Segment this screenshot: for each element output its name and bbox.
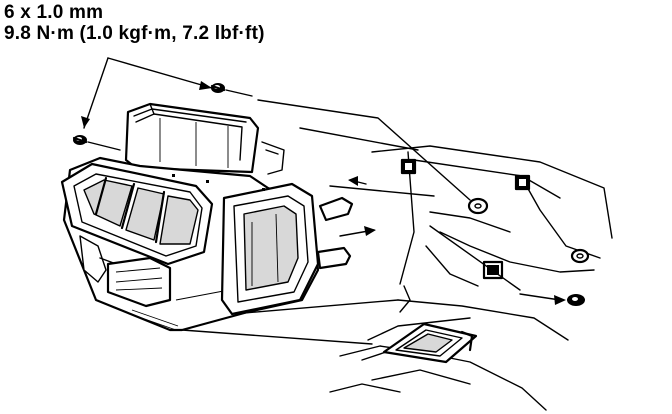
installation-guide-lines xyxy=(182,100,470,344)
bolt-left xyxy=(73,135,87,145)
spec-leader-arrows xyxy=(81,58,212,128)
blower-unit xyxy=(62,104,352,330)
dashboard-case xyxy=(330,146,612,410)
bolt-size-label: 6 x 1.0 mm xyxy=(4,2,104,23)
bolt-upper xyxy=(211,83,225,93)
torque-spec-label: 9.8 N·m (1.0 kgf·m, 7.2 lbf·ft) xyxy=(4,23,265,44)
